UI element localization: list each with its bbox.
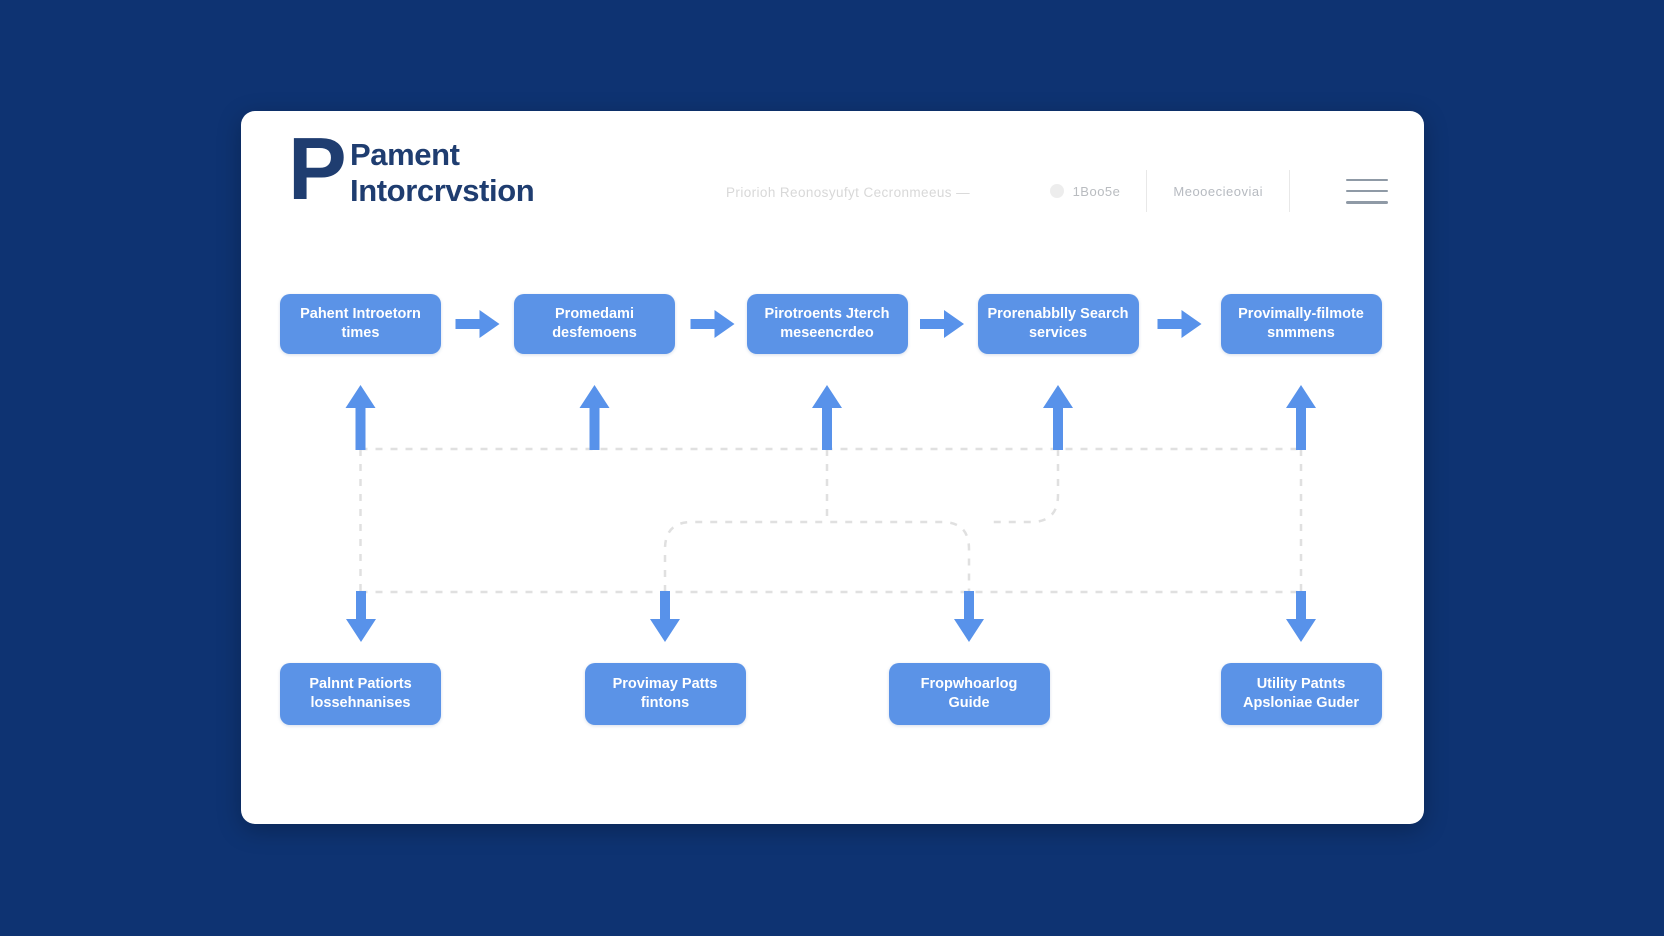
arrow-down-icon	[954, 591, 984, 642]
account-label: 1Boo5e	[1072, 183, 1121, 199]
brand-title: Pament Intorcrvstion	[350, 137, 535, 208]
arrow-down-icon	[650, 591, 680, 642]
flow-node-top-2[interactable]: Promedami desfemoens	[514, 294, 675, 354]
flow-node-top-4[interactable]: Prorenabblly Search services	[977, 294, 1139, 354]
content-card: P Pament Intorcrvstion Priorioh Reonosyu…	[241, 111, 1424, 824]
arrow-up-icon	[1043, 385, 1073, 450]
header-subtitle-text: Priorioh Reonosyufyt Cecronmeeus —	[726, 185, 970, 200]
arrow-up-icon	[812, 385, 842, 450]
flow-node-top-3[interactable]: Pirotroents Jterch meseencrdeo	[746, 294, 908, 354]
header-right-nav: 1Boo5e Meooecieoviai	[1049, 167, 1388, 215]
dashed-curve-line	[987, 449, 1060, 524]
arrow-right-icon	[690, 310, 735, 338]
nav-link[interactable]: Meooecieoviai	[1173, 183, 1263, 199]
arrow-up-icon	[1286, 385, 1316, 450]
flow-node-top-5[interactable]: Provimally-filmote snmmens	[1220, 294, 1382, 354]
arrow-right-icon	[1157, 310, 1202, 338]
arrow-down-icon	[1286, 591, 1316, 642]
arrow-up-icon	[579, 385, 610, 450]
dashed-bridge-line	[663, 520, 971, 592]
flow-node-bottom-2[interactable]: Provimay Patts fintons	[584, 663, 746, 725]
hamburger-bar	[1346, 178, 1388, 181]
arrow-right-icon	[920, 310, 964, 338]
header-divider	[1289, 170, 1290, 212]
hamburger-bar	[1346, 201, 1388, 204]
flow-node-bottom-3[interactable]: Fropwhoarlog Guide	[888, 663, 1050, 725]
hamburger-menu-icon[interactable]	[1346, 178, 1388, 204]
flow-node-bottom-4[interactable]: Utility Patnts Apsloniae Guder	[1220, 663, 1382, 725]
flow-node-bottom-1[interactable]: Palnnt Patiorts lossehnanises	[280, 663, 441, 725]
flow-node-top-1[interactable]: Pahent Introetorn times	[280, 294, 441, 354]
brand-logo-p: P	[288, 119, 347, 218]
account-dot-icon	[1049, 184, 1064, 198]
hamburger-bar	[1346, 189, 1388, 193]
arrow-down-icon	[346, 591, 376, 642]
account-chip[interactable]: 1Boo5e	[1049, 183, 1121, 199]
header-divider	[1146, 170, 1148, 212]
arrow-right-icon	[455, 310, 500, 338]
arrow-up-icon	[345, 385, 376, 450]
